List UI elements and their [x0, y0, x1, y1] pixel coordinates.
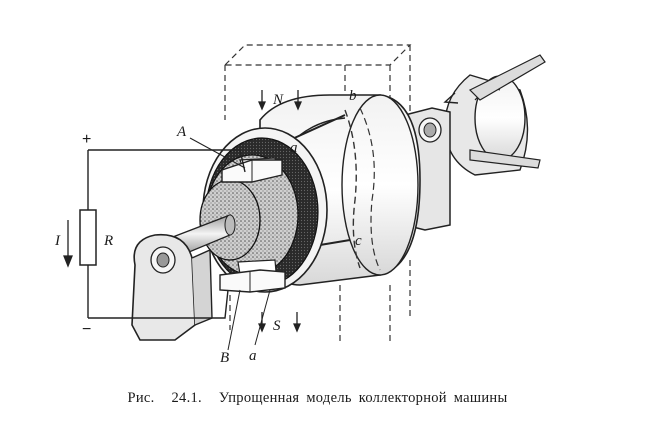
- caption-prefix: Рис.: [127, 390, 155, 406]
- current-label: I: [54, 233, 61, 249]
- brush-bottom: [219, 269, 286, 293]
- pulley: [443, 54, 546, 176]
- commutator: [199, 127, 328, 293]
- leader-lines: [189, 137, 271, 351]
- figure-caption: Рис. 24.1. Упрощенная модель коллекторно…: [0, 390, 645, 407]
- south-label: S: [273, 318, 281, 334]
- point-a-bottom-label: a: [249, 348, 257, 364]
- point-b-label: b: [349, 88, 357, 104]
- current-arrow: [63, 220, 73, 268]
- south-pole-magnet: [229, 260, 411, 345]
- brush-top: [221, 159, 283, 183]
- resistor-label: R: [103, 233, 113, 249]
- north-label: N: [272, 92, 284, 108]
- circuit-wires: [87, 149, 246, 319]
- brush-b-label: B: [220, 350, 229, 366]
- caption-number: 24.1.: [171, 390, 202, 406]
- left-bearing: [131, 233, 213, 341]
- north-field-arrows: [258, 90, 302, 111]
- brush-a-label: A: [176, 124, 187, 140]
- minus-label: −: [82, 321, 91, 338]
- point-a-top-label: a: [290, 140, 298, 156]
- resistor: [79, 209, 97, 266]
- caption-text: Упрощенная модель коллекторной машины: [218, 390, 508, 406]
- plus-label: +: [82, 131, 91, 148]
- point-c-label: c: [355, 233, 362, 249]
